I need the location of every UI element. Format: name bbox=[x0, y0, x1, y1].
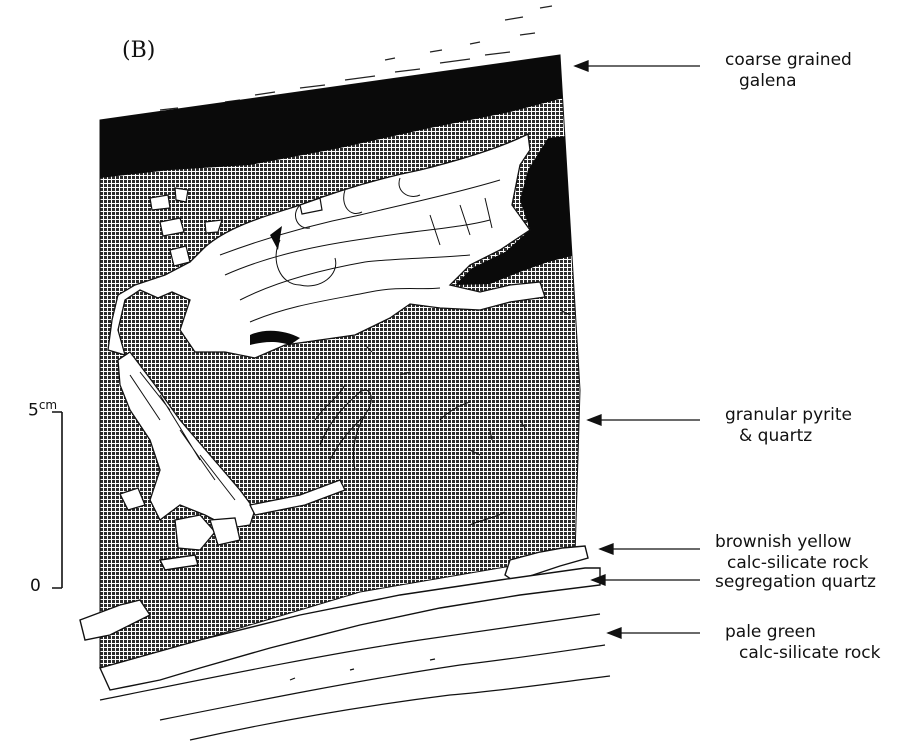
scale-bottom-label: 0 bbox=[30, 576, 41, 596]
label-brownish: brownish yellow calc-silicate rock bbox=[715, 532, 869, 574]
leader-arrows bbox=[575, 61, 700, 638]
label-galena-line2: galena bbox=[725, 71, 852, 92]
label-galena-line1: coarse grained bbox=[725, 50, 852, 71]
label-pale-line1: pale green bbox=[725, 622, 881, 643]
scale-bar bbox=[52, 412, 62, 588]
label-pyrite-line1: granular pyrite bbox=[725, 405, 852, 426]
label-galena: coarse grained galena bbox=[725, 50, 852, 92]
label-pyrite: granular pyrite & quartz bbox=[725, 405, 852, 447]
scale-top-value: 5 bbox=[28, 401, 39, 421]
label-pyrite-line2: & quartz bbox=[725, 426, 852, 447]
panel-label: (B) bbox=[122, 38, 155, 63]
label-brownish-line1: brownish yellow bbox=[715, 532, 869, 553]
label-brownish-line2: calc-silicate rock bbox=[715, 553, 869, 574]
label-segregation: segregation quartz bbox=[715, 572, 876, 593]
scale-top-label: 5cm bbox=[28, 398, 57, 421]
label-segregation-line1: segregation quartz bbox=[715, 572, 876, 593]
label-pale-green: pale green calc-silicate rock bbox=[725, 622, 881, 664]
scale-top-unit: cm bbox=[39, 398, 57, 412]
label-pale-line2: calc-silicate rock bbox=[725, 643, 881, 664]
